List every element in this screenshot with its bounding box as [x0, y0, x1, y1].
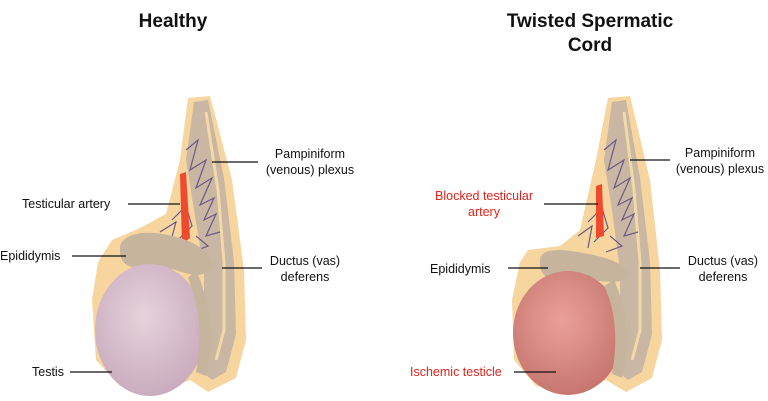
label-twisted-pampiniform-line-2: (venous) plexus [675, 162, 765, 176]
label-twisted-ductus: Ductus (vas) deferens [680, 253, 766, 285]
label-twisted-ductus-line-1: Ductus (vas) [687, 254, 759, 268]
label-healthy-pampiniform-line-2: (venous) plexus [265, 163, 355, 177]
label-healthy-testis: Testis [32, 365, 64, 379]
label-healthy-ductus-line-1: Ductus (vas) [269, 254, 341, 268]
label-healthy-testicular-artery: Testicular artery [22, 197, 111, 211]
healthy-title: Healthy [138, 11, 208, 32]
healthy-testicular-artery [180, 172, 190, 244]
label-healthy-pampiniform: Pampiniform (venous) plexus [262, 146, 358, 178]
label-healthy-ductus-line-2: deferens [280, 270, 330, 284]
label-twisted-blocked-artery-line-2: artery [468, 205, 500, 219]
label-healthy-ductus: Ductus (vas) deferens [262, 253, 348, 285]
twisted-vas-line [622, 111, 642, 361]
healthy-vas-line [204, 111, 226, 361]
twisted-blocked-artery [596, 184, 604, 238]
twisted-title-line-2: Cord [567, 35, 613, 56]
twisted-ischemic-testicle [513, 271, 623, 395]
healthy-pampiniform-veins [159, 138, 221, 253]
label-healthy-epididymis: Epididymis [0, 249, 61, 263]
twisted-title-line-1: Twisted Spermatic [506, 11, 674, 32]
twisted-anatomy [512, 96, 662, 395]
twisted-leaders [508, 159, 680, 373]
healthy-anatomy [92, 96, 246, 396]
label-twisted-blocked-artery: Blocked testicular artery [428, 188, 540, 220]
label-twisted-pampiniform: Pampiniform (venous) plexus [672, 145, 768, 177]
label-twisted-ischemic: Ischemic testicle [410, 365, 502, 379]
label-twisted-epididymis: Epididymis [430, 262, 491, 276]
healthy-epididymis [119, 232, 213, 275]
label-twisted-pampiniform-line-1: Pampiniform [684, 146, 756, 160]
twisted-title: Twisted Spermatic Cord [490, 10, 690, 58]
label-twisted-blocked-artery-line-1: Blocked testicular [435, 189, 533, 203]
twisted-epididymis-tail [604, 280, 627, 378]
label-healthy-pampiniform-line-1: Pampiniform [274, 147, 346, 161]
healthy-epididymis-tail [188, 270, 211, 376]
healthy-leaders [70, 161, 262, 373]
healthy-testis [95, 264, 205, 396]
label-twisted-ductus-line-2: deferens [698, 270, 748, 284]
twisted-pampiniform-veins [577, 138, 639, 253]
